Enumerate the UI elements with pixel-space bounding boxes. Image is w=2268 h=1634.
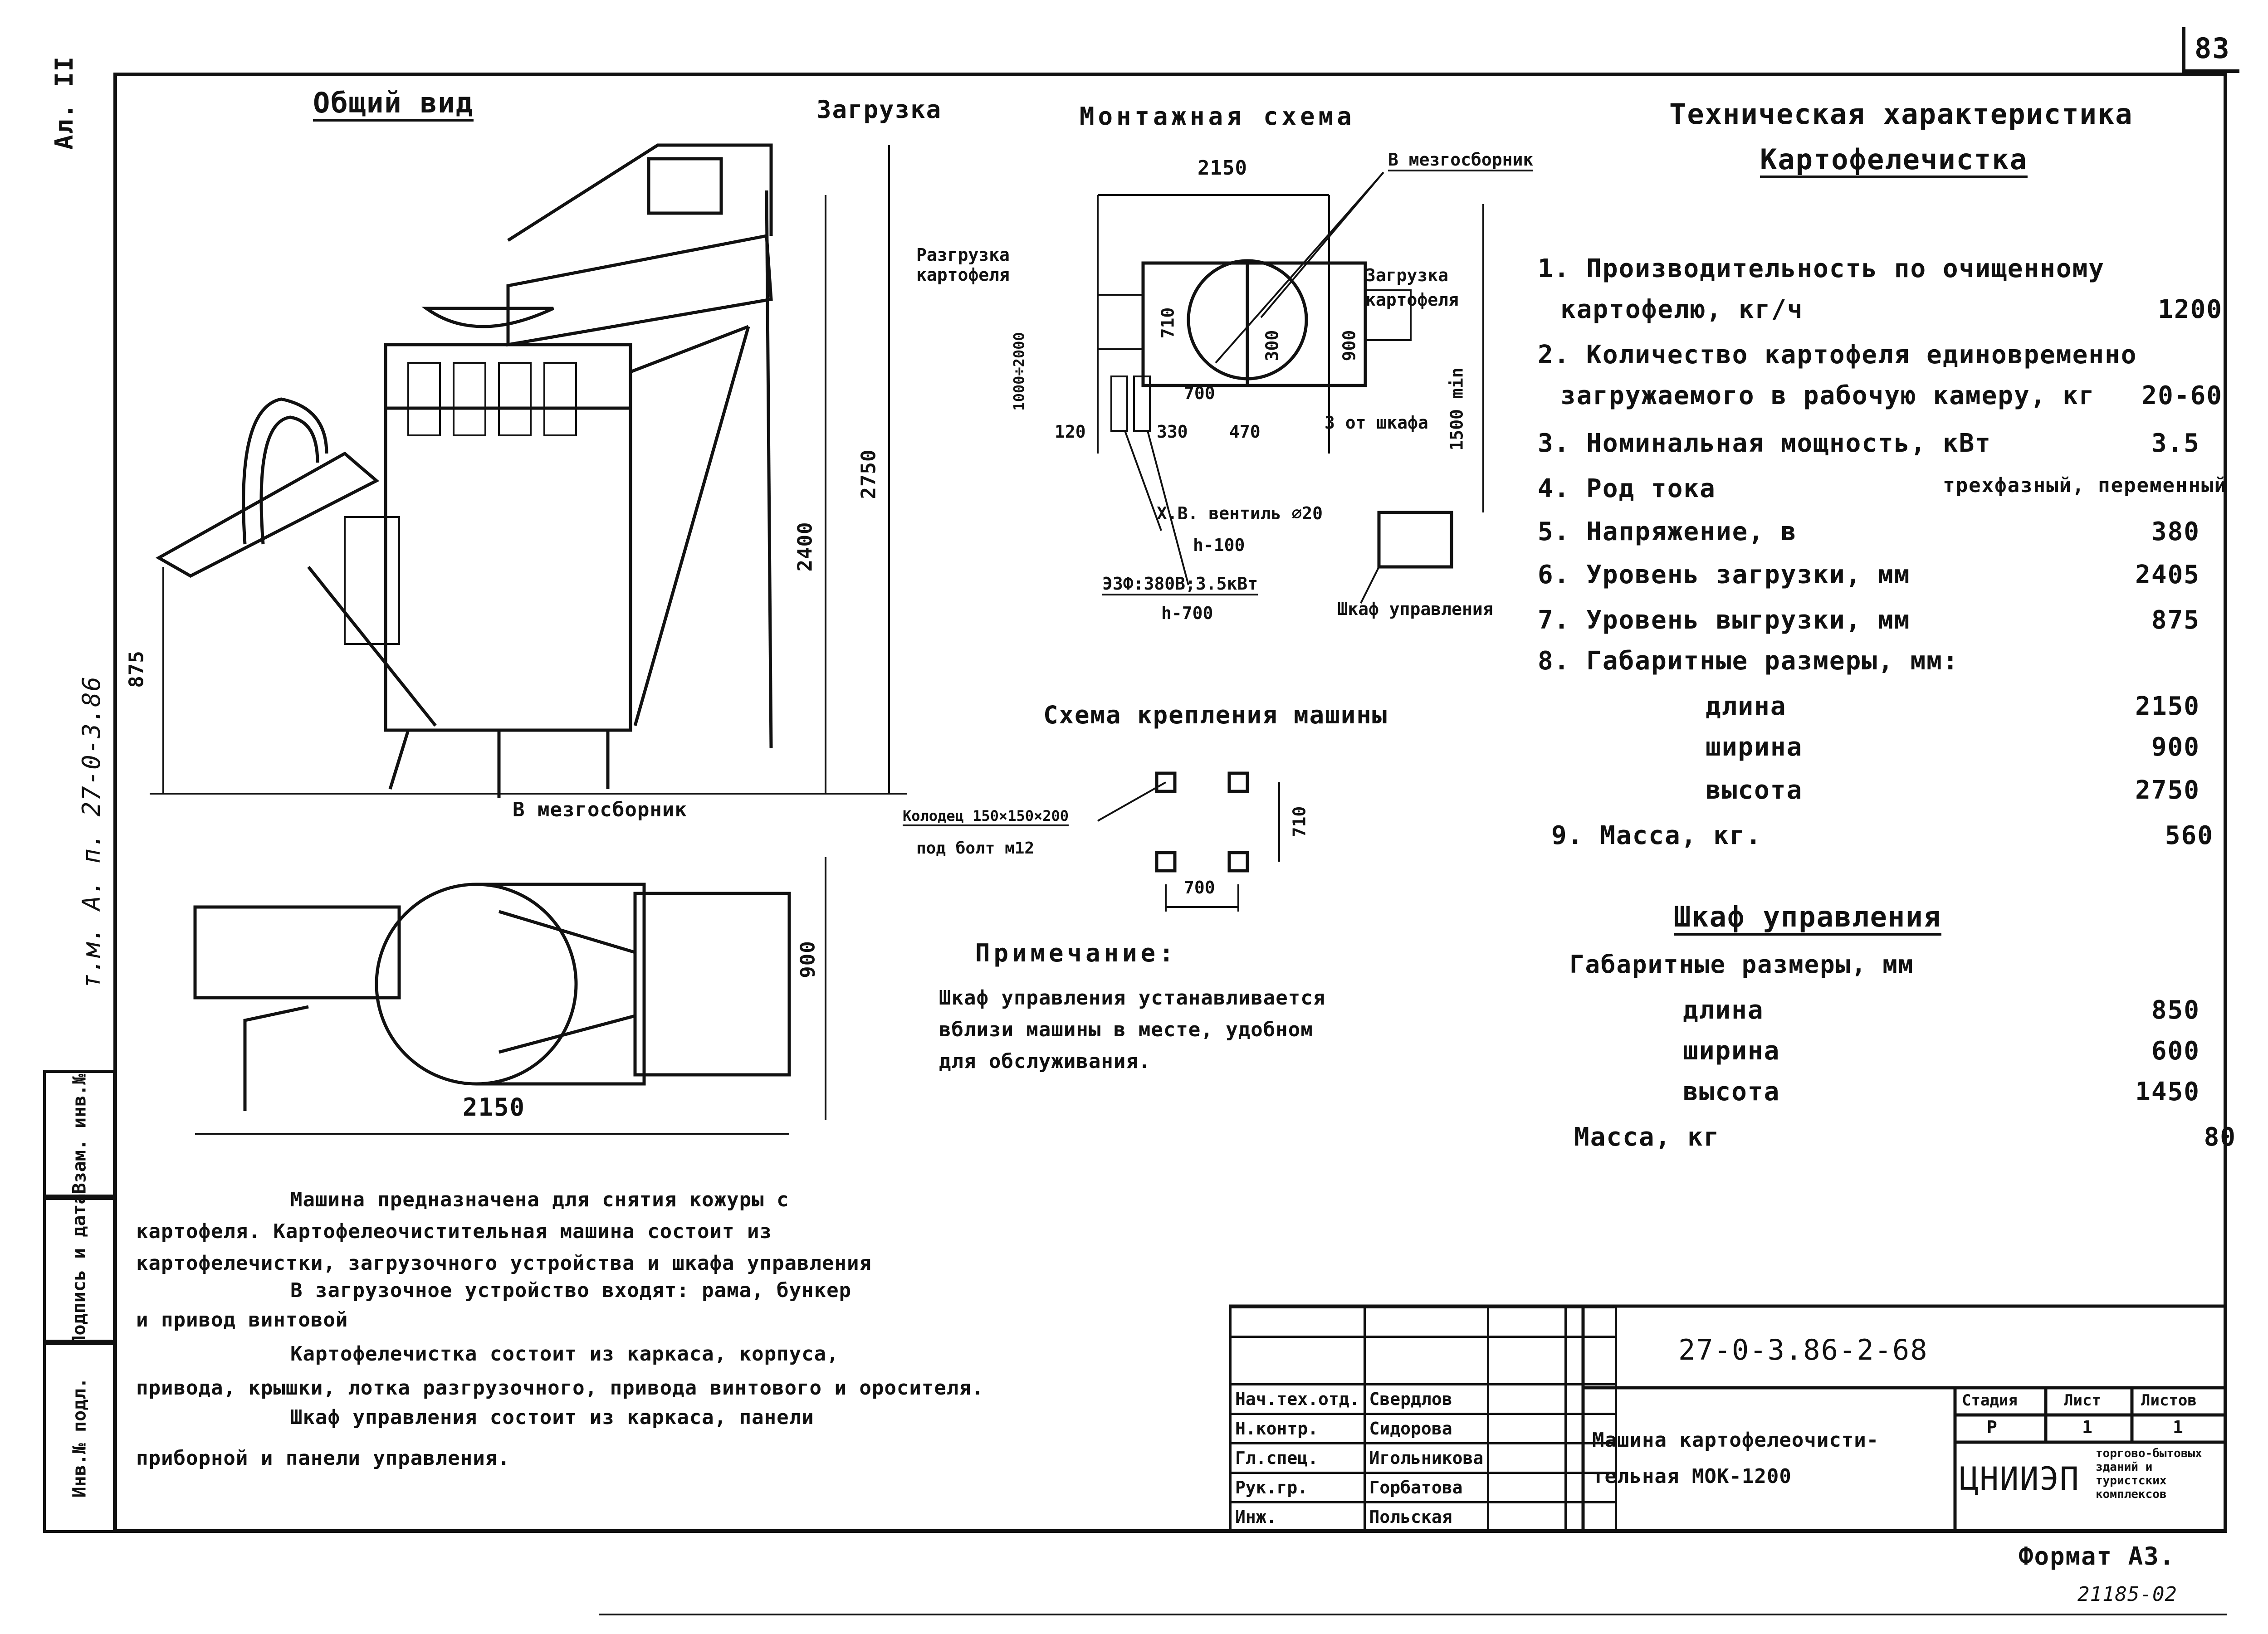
drawing-frame — [113, 73, 2227, 1533]
fixing-label-bolt: под болт м12 — [916, 839, 1035, 858]
mount-dim-470: 470 — [1229, 422, 1261, 442]
mount-label-h100: h-100 — [1193, 535, 1245, 555]
desc-line-6: Картофелечистка состоит из каркаса, корп… — [290, 1342, 839, 1366]
dim-width: 900 — [796, 941, 820, 978]
stamp-sheets: 1 — [2173, 1417, 2183, 1437]
mount-dim-300: 300 — [1262, 330, 1282, 361]
tech-row-10: 8. Габаритные размеры, мм: — [1538, 646, 1959, 676]
note-line-1: Шкаф управления устанавливается — [939, 986, 1326, 1010]
tech-row-1: 1. Производительность по очищенному — [1538, 254, 2105, 283]
mount-label-h700: h-700 — [1161, 603, 1213, 623]
dim-height-1: 2400 — [793, 522, 817, 572]
stamp-person-row: Гл.спец.Игольникова — [1229, 1442, 1618, 1474]
note-line-3: для обслуживания. — [939, 1050, 1151, 1073]
page-number: 83 — [2182, 27, 2239, 73]
tech-title-2: Картофелечистка — [1760, 143, 2028, 176]
stamp-format: Формат А3. — [2019, 1542, 2175, 1571]
mount-label-power: ЭЗФ:380В;3.5кВт — [1102, 574, 1258, 595]
mount-label-unload: Разгрузка картофеля — [916, 245, 1010, 285]
stamp-org-sub: торгово-бытовых зданий и туристских комп… — [2096, 1447, 2202, 1501]
dim-unload: 875 — [125, 650, 148, 688]
stamp-person-row: Нач.тех.отд.Свердлов — [1229, 1383, 1618, 1415]
desc-line-1: Машина предназначена для снятия кожуры с — [290, 1188, 789, 1211]
note-line-2: вблизи машины в месте, удобном — [939, 1018, 1313, 1041]
stamp-sheet: 1 — [2082, 1417, 2092, 1437]
desc-line-2: картофеля. Картофелеочистительная машина… — [136, 1220, 772, 1243]
cabinet-title: Шкаф управления — [1674, 900, 1941, 933]
mount-label-from-cabinet: 3 от шкафа — [1325, 413, 1428, 433]
fixing-title: Схема крепления машины — [1043, 701, 1388, 729]
tech-title-1: Техническая характеристика — [1669, 98, 2133, 131]
desc-line-5: и привод винтовой — [136, 1308, 348, 1332]
mount-label-valve: Х.В. вентиль ⌀20 — [1157, 503, 1323, 523]
fixing-label-well: Колодец 150×150×200 — [903, 807, 1069, 826]
desc-line-3: картофелечистки, загрузочного устройства… — [136, 1252, 872, 1275]
general-view-drawing — [150, 143, 907, 1135]
stamp-person-row: Инж.Польская — [1229, 1501, 1618, 1533]
mount-dim-range: 1000÷2000 — [1010, 332, 1028, 411]
mount-dim-330: 330 — [1157, 422, 1188, 442]
sidebar-field-inv: Инв.№ подл. — [43, 1342, 116, 1533]
mount-dim-top: 2150 — [1198, 156, 1247, 180]
stamp-person-row: Н.контр.Сидорова — [1229, 1413, 1618, 1444]
mount-label-load: Загрузка картофеля — [1365, 265, 1459, 310]
stamp-doc-code: 27-0-3.86-2-68 — [1678, 1333, 1928, 1366]
dim-height-2: 2750 — [857, 449, 880, 499]
mount-dim-120: 120 — [1055, 422, 1086, 442]
desc-line-9: приборной и панели управления. — [136, 1447, 510, 1470]
mounting-scheme-drawing — [1097, 171, 1484, 604]
stamp-sheets-label: Листов — [2141, 1391, 2197, 1410]
stamp-inventory: 21185-02 — [2077, 1583, 2177, 1606]
stamp-sheet-label: Лист — [2064, 1391, 2101, 1410]
mount-dim-900: 900 — [1339, 330, 1359, 361]
fixing-dim-700: 700 — [1184, 878, 1215, 897]
tech-row-14: 9. Масса, кг.560 — [1551, 821, 2214, 850]
desc-line-8: Шкаф управления состоит из каркаса, пане… — [290, 1406, 814, 1429]
stamp-stage: Р — [1987, 1417, 1997, 1437]
label-loading: Загрузка — [816, 95, 942, 124]
stamp-signatures: Нач.тех.отд.Свердлов Н.контр.Сидорова Гл… — [1229, 1306, 1618, 1533]
mount-label-waste: В мезгосборник — [1388, 150, 1534, 171]
sidebar-field-sign: Подпись и дата — [43, 1193, 116, 1346]
tech-row-3: 2. Количество картофеля единовременно — [1538, 340, 2137, 370]
fixing-scheme-drawing — [1097, 771, 1280, 912]
sidebar-field-replace: Взам. инв.№ — [43, 1070, 116, 1197]
stamp-stage-label: Стадия — [1962, 1391, 2018, 1410]
desc-line-7: привода, крышки, лотка разгрузочного, пр… — [136, 1376, 984, 1400]
fixing-dim-710: 710 — [1289, 806, 1310, 838]
stamp-person-row: Рук.гр.Горбатова — [1229, 1472, 1618, 1503]
general-view-title: Общий вид — [313, 86, 474, 119]
stamp-org: ЦНИИЭП — [1960, 1460, 2080, 1497]
note-title: Примечание: — [975, 939, 1178, 967]
stamp-name-1: Машина картофелеочисти- — [1592, 1429, 1879, 1452]
mounting-title: Монтажная схема — [1080, 102, 1355, 131]
stamp-name-2: тельная МОК-1200 — [1592, 1465, 1792, 1488]
mount-dim-700: 700 — [1184, 383, 1215, 403]
mount-dim-710: 710 — [1158, 307, 1178, 339]
cabinet-subtitle: Габаритные размеры, мм — [1569, 950, 1914, 979]
mount-dim-1500: 1500 min — [1447, 367, 1467, 451]
desc-line-4: В загрузочное устройство входят: рама, б… — [290, 1279, 852, 1302]
mount-label-cabinet: Шкаф управления — [1337, 599, 1493, 619]
label-waste: В мезгосборник — [513, 798, 687, 821]
dim-length: 2150 — [463, 1093, 526, 1122]
